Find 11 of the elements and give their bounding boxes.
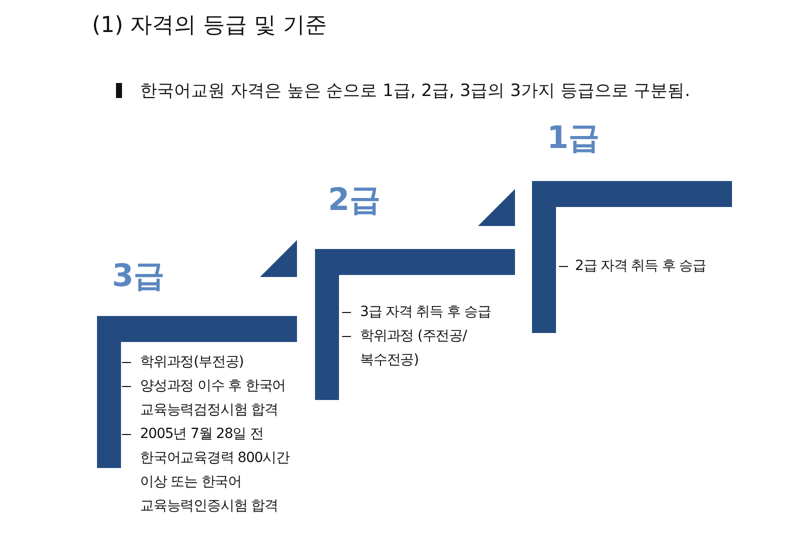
step-heading: 3급 [112, 258, 165, 294]
list-item: 3급 자격 취득 후 승급 [360, 303, 492, 322]
list-item: 2005년 7월 28일 전 한국어교육경력 800시간 이상 또는 한국어 교육능력인증시험 합격 [140, 425, 291, 516]
subtitle-text: 한국어교원 자격은 높은 순으로 1급, 2급, 3급의 3가지 등급으로 구분됨. [140, 80, 690, 103]
list-item: 양성과정 이수 후 한국어 교육능력검정시험 합격 [140, 377, 287, 420]
step-heading: 1급 [547, 120, 600, 156]
title: (1) 자격의 등급 및 기준 [92, 12, 328, 40]
list-item: 학위과정 (주전공/복수전공) [360, 327, 468, 370]
list-item: 학위과정(부전공) [140, 353, 245, 372]
list-item: 2급 자격 취득 후 승급 [575, 257, 707, 276]
step-heading: 2급 [328, 182, 381, 218]
